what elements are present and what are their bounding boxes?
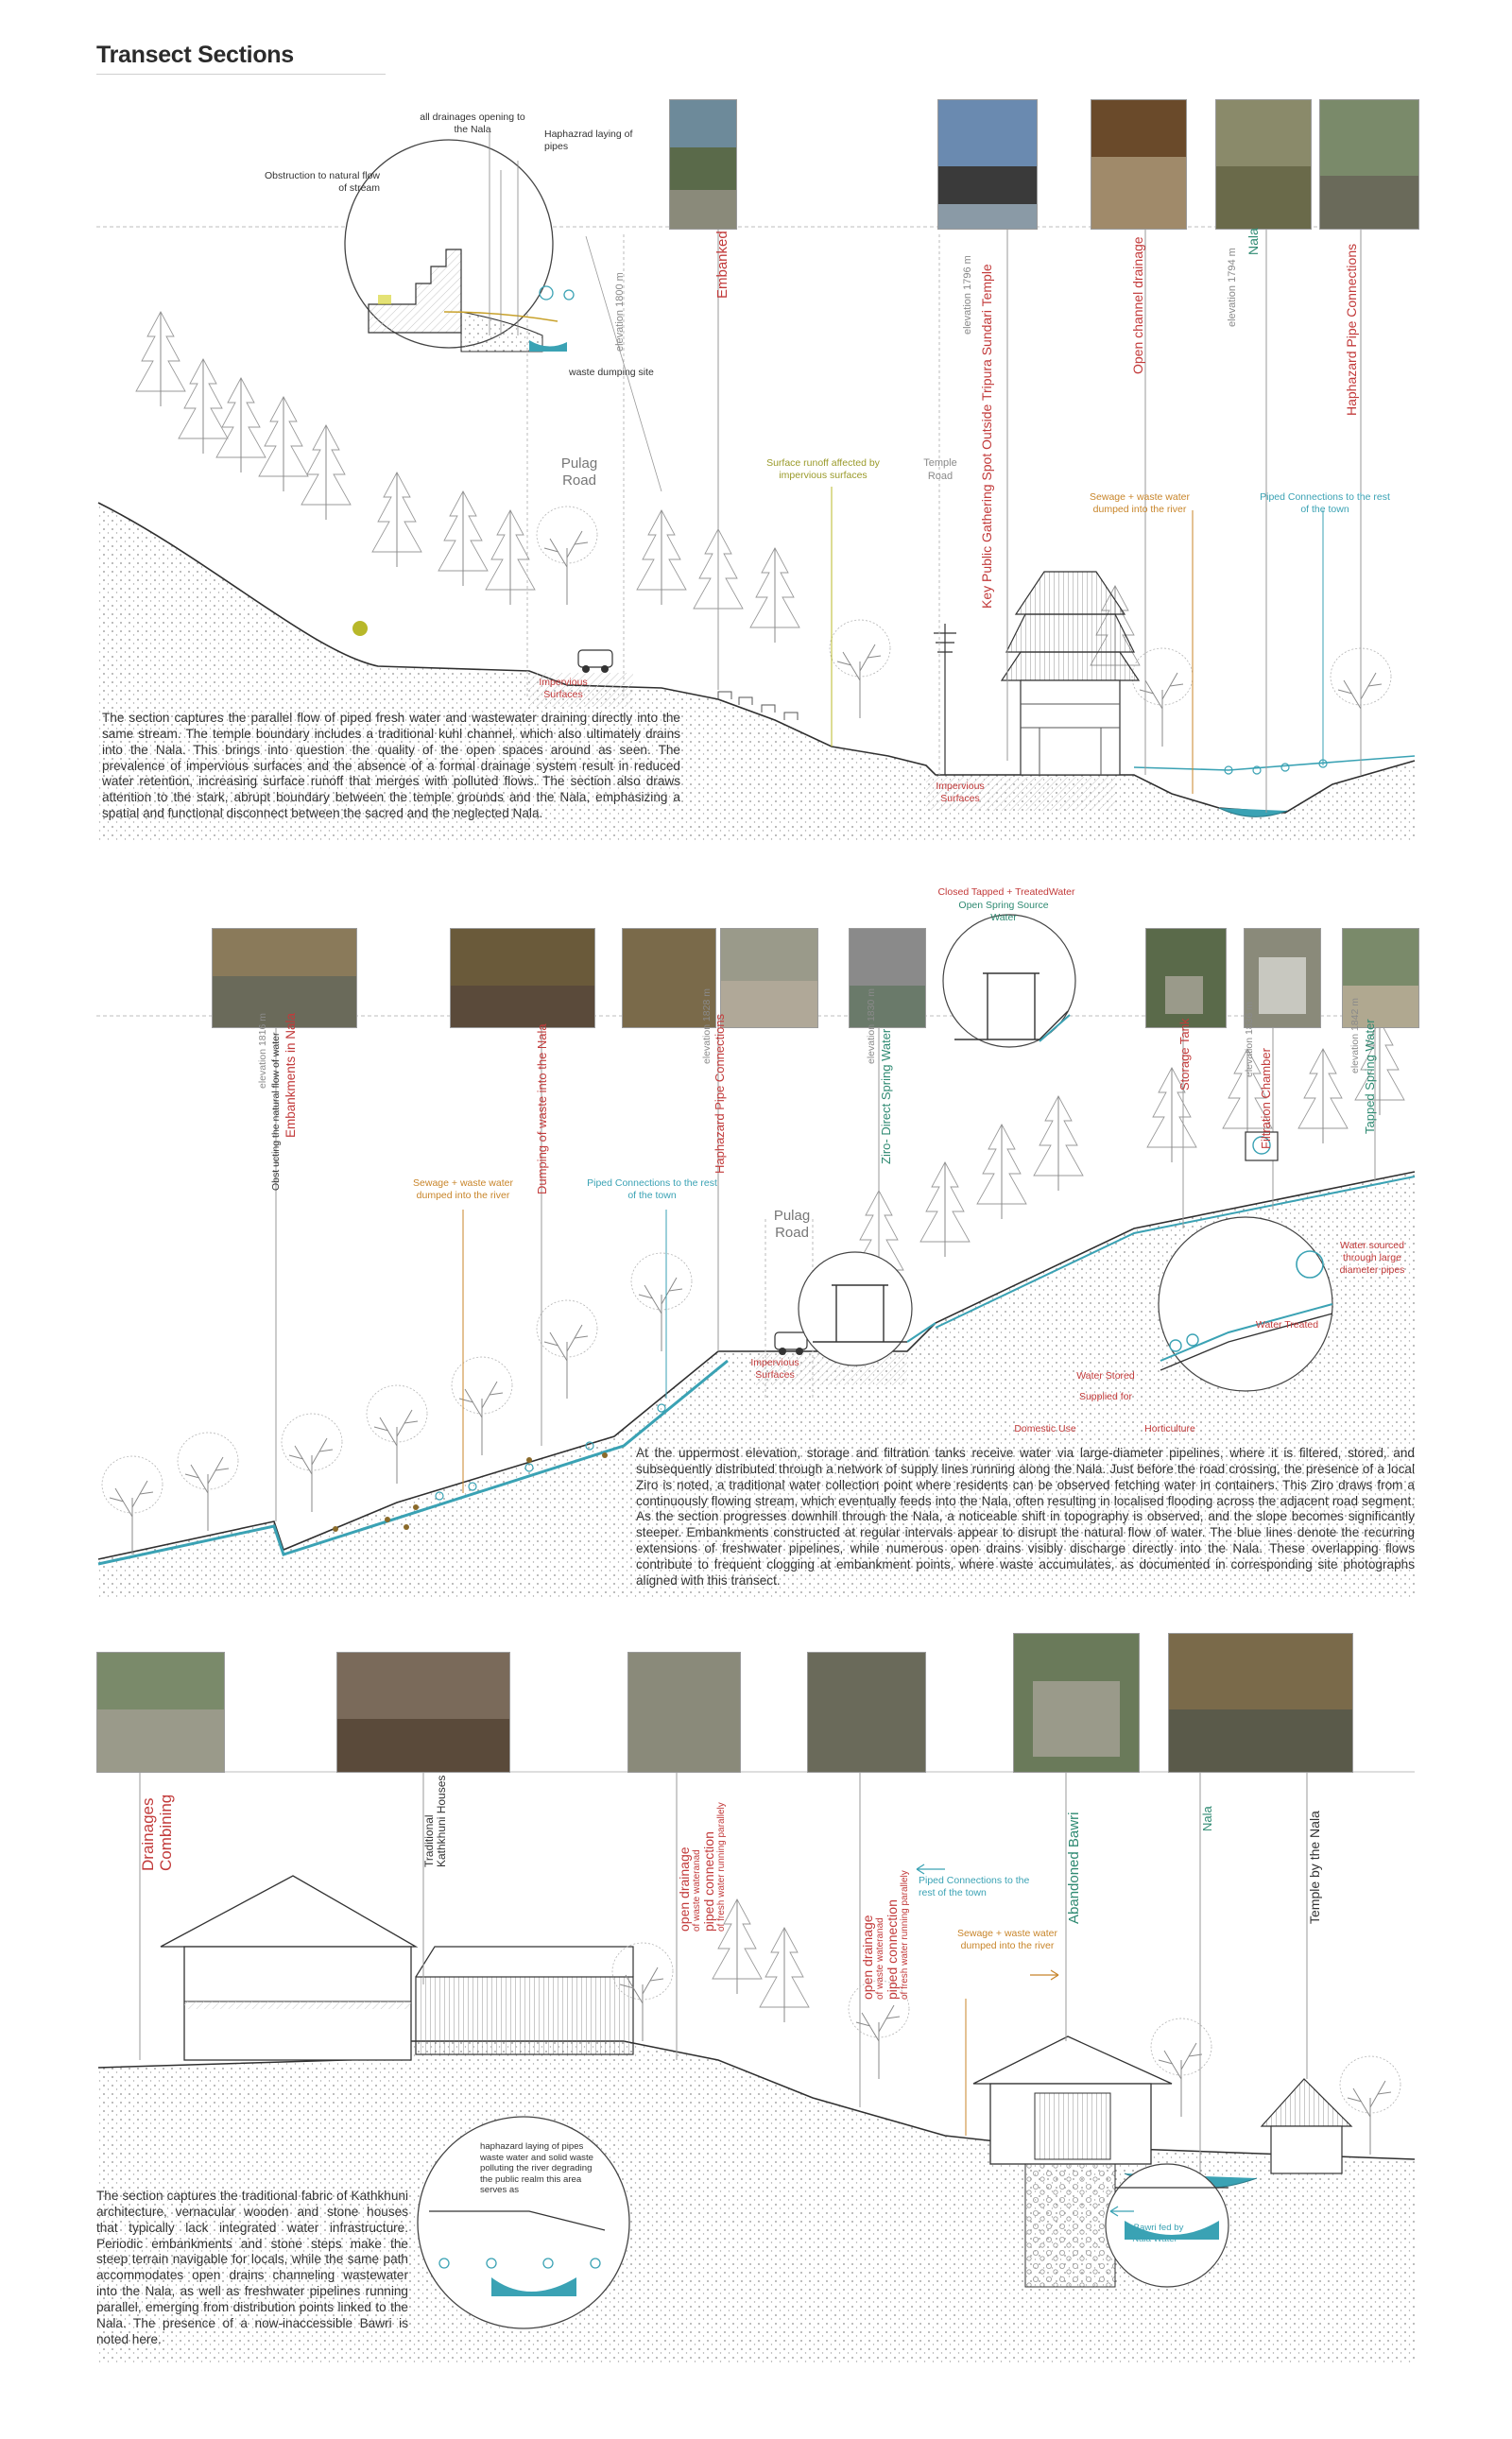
page-title: Transect Sections: [96, 42, 294, 68]
label-open-drainage-1d: of fresh water running parallely: [716, 1802, 727, 1932]
photo-filtration: [1244, 928, 1321, 1028]
s1-elevation-1796: elevation 1796 m: [962, 255, 973, 335]
label-nala-s3: Nala: [1200, 1806, 1214, 1831]
callout-drainages: all drainages opening to the Nala: [420, 112, 525, 136]
label-nala: Nala: [1246, 228, 1261, 255]
label-haphazard-s2: Haphazard Pipe Connections: [713, 1013, 727, 1174]
photo-kathkhuni-houses: [336, 1652, 510, 1773]
s3-sewage-note: Sewage + waste water dumped into the riv…: [957, 1928, 1057, 1952]
s2-water-stored: Water Stored: [1076, 1370, 1135, 1382]
filtration-detail-circle: [1158, 1216, 1333, 1392]
s3-piped-note: Piped Connections to the rest of the tow…: [919, 1875, 1030, 1899]
s1-elevation-1800: elevation 1800 m: [614, 272, 626, 352]
photo-temple-gathering: [937, 99, 1038, 230]
s2-domestic-use: Domestic Use: [1014, 1423, 1076, 1434]
photo-tapped-spring: [1342, 928, 1419, 1028]
photo-haphazard-pipes: [1319, 99, 1419, 230]
s1-impervious-1: Impervious Surfaces: [539, 677, 588, 701]
s1-runoff-note: Surface runoff affected by impervious su…: [766, 457, 880, 482]
label-open-drainage-2d: of fresh water running parallely: [900, 1870, 910, 2000]
bawri-structure: [972, 2035, 1173, 2288]
section3-description: The section captures the traditional fab…: [96, 2189, 408, 2346]
temple-drawing: [1000, 571, 1141, 776]
s2-elevation-1842: elevation 1842 m: [1349, 998, 1361, 1074]
label-temple-nala: Temple by the Nala: [1307, 1811, 1322, 1924]
photo-abandoned-bawri: [1013, 1633, 1140, 1773]
label-abandoned-bawri: Abandoned Bawri: [1066, 1812, 1082, 1924]
label-key-public-gathering: Key Public Gathering Spot Outside Tripur…: [979, 264, 994, 609]
s2-supplied-for: Supplied for: [1078, 1391, 1133, 1402]
section2-description: At the uppermost elevation, storage and …: [636, 1446, 1415, 1588]
s1-sewage-note: Sewage + waste water dumped into the riv…: [1090, 491, 1190, 516]
s3-haphazard-note: haphazard laying of pipes waste water an…: [480, 2141, 593, 2195]
s3-bawri-fed: a Bawri fed by Nala Water: [1125, 2223, 1184, 2244]
photo-embanked: [669, 99, 737, 230]
photo-ziro: [849, 928, 926, 1028]
house-wall: [415, 1976, 634, 2055]
s1-elevation-1794: elevation 1794 m: [1227, 248, 1238, 327]
s2-water-treated: Water Treated: [1255, 1319, 1319, 1331]
label-embanked: Embanked: [714, 231, 730, 299]
s1-temple-road: Temple Road: [923, 457, 957, 482]
photo-open-channel: [1091, 99, 1187, 230]
photo-dumping-waste: [450, 928, 595, 1028]
label-open-drainage-1a: open drainage: [677, 1846, 692, 1932]
s2-water-sourced: Water sourced through large diameter pip…: [1339, 1240, 1405, 1277]
s2-closed-tapped: Closed Tapped + TreatedWater: [937, 886, 1075, 898]
photo-haphazard-s2: [622, 928, 716, 1028]
photo-drainages-combining: [96, 1652, 225, 1773]
s2-sewage-note: Sewage + waste water dumped into the riv…: [413, 1177, 513, 1202]
s2-elevation-1828: elevation 1828 m: [701, 988, 713, 1064]
label-storage-tank: Storage Tank: [1177, 1018, 1192, 1091]
s2-open-spring: Open Spring Source Water: [958, 900, 1049, 924]
label-embankments-nala: Embankments in Nala: [284, 1012, 298, 1138]
s1-piped-note: Piped Connections to the rest of the tow…: [1260, 491, 1390, 516]
label-kathkhuni: Traditional Kathkhuni Houses: [422, 1775, 449, 1867]
kathkhuni-house: [160, 1875, 419, 2061]
s2-road-label: Pulag Road: [773, 1208, 811, 1241]
s2-horticulture: Horticulture: [1144, 1423, 1195, 1434]
photo-nala: [1215, 99, 1312, 230]
label-filtration: Filtration Chamber: [1259, 1048, 1273, 1149]
s2-piped-note: Piped Connections to the rest of the tow…: [587, 1177, 717, 1202]
photo-open-drainage-2: [807, 1652, 926, 1773]
ziro-detail-circle: [798, 1251, 913, 1366]
spring-detail-circle: [942, 914, 1076, 1048]
section1-description: The section captures the parallel flow o…: [102, 711, 680, 821]
s2-impervious: Impervious Surfaces: [750, 1357, 799, 1382]
s1-impervious-2: Impervious Surfaces: [936, 781, 985, 805]
photo-storage-tank: [1145, 928, 1227, 1028]
label-drainages-combining: Drainages Combining: [139, 1794, 175, 1871]
s1-road-label: Pulag Road: [560, 455, 598, 489]
photo-nala-temple: [1168, 1633, 1353, 1773]
label-open-channel: Open channel drainage: [1130, 236, 1145, 374]
label-dumping-waste: Dumping of waste into the Nala: [535, 1023, 549, 1194]
nala-detail-circle: [1105, 2163, 1229, 2288]
label-ziro: Ziro- Direct Spring Water: [879, 1028, 893, 1164]
photo-embankments-nala: [212, 928, 357, 1028]
s2-obstructing-flow: Obst ucting the natural flow of water: [270, 1032, 282, 1191]
photo-open-drainage-1: [627, 1652, 741, 1773]
label-open-drainage-2c: piped connection: [885, 1899, 900, 2000]
photo-road: [720, 928, 818, 1028]
s2-elevation-1816: elevation 1816 m: [257, 1013, 268, 1089]
callout-haphazard: Haphazrad laying of pipes: [544, 129, 633, 153]
label-open-drainage-1c: piped connection: [701, 1831, 716, 1932]
label-haphazard-pipe: Haphazard Pipe Connections: [1344, 243, 1359, 416]
label-open-drainage-2a: open drainage: [860, 1915, 875, 2000]
label-tapped-spring: Tapped Spring Water: [1363, 1019, 1377, 1134]
callout-dumping: waste dumping site: [569, 367, 654, 378]
s2-elevation-1830: elevation 1830 m: [866, 988, 877, 1064]
callout-obstruction: Obstruction to natural flow of stream: [265, 170, 380, 195]
s2-elevation-1836: elevation 1836 m: [1244, 1002, 1255, 1077]
section3-detail-circle: [417, 2116, 630, 2329]
title-divider: [96, 74, 386, 75]
